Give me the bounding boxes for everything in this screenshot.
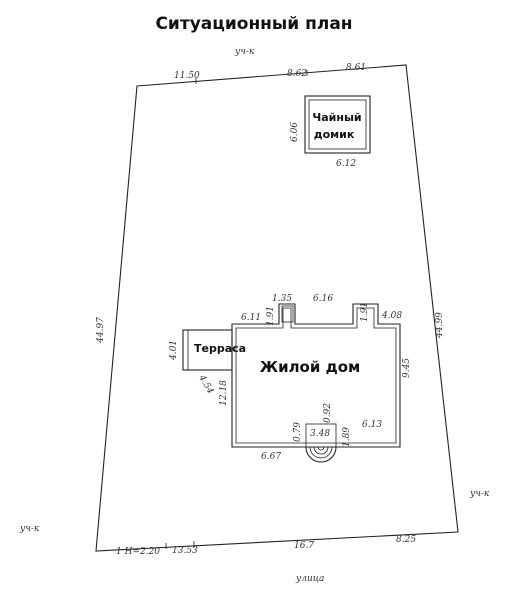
- dim-top-1: 11.50: [174, 71, 200, 81]
- dim-house-right-notch-w: 4.08: [381, 311, 402, 321]
- plot-boundary: [95, 64, 459, 552]
- dim-house-left-notch-w: 6.11: [241, 313, 261, 323]
- tea-house-label-2: домик: [314, 128, 355, 141]
- neighbor-top-label: уч-к: [234, 47, 255, 57]
- dim-left-side: 44.97: [96, 317, 106, 344]
- tea-house-outer: [304, 95, 371, 154]
- dim-tea-width: 6.12: [336, 159, 356, 169]
- dim-house-bottom-left: 6.67: [261, 452, 281, 462]
- terrace-label: Терраса: [194, 342, 246, 355]
- dim-porch-width: 3.48: [310, 429, 330, 439]
- dim-tea-height: 6.06: [290, 122, 300, 142]
- porch-arc-1: [305, 446, 337, 463]
- street-label: улица: [295, 574, 324, 584]
- main-house-inner: [235, 307, 397, 444]
- dim-house-left: 12.18: [219, 380, 229, 406]
- dim-house-right-notch-h: 1.91: [360, 302, 370, 322]
- dim-porch-left: 0.79: [293, 422, 303, 442]
- main-house-outer: [231, 303, 401, 448]
- porch-arc-3: [313, 446, 329, 455]
- house-notch-left: [281, 305, 294, 323]
- dim-porch-right: 1.89: [342, 427, 352, 447]
- dim-house-top-2: 6.16: [313, 294, 333, 304]
- main-house-label: Жилой дом: [260, 358, 361, 376]
- neighbor-left-label: уч-к: [19, 524, 40, 534]
- dim-porch-top: 0.92: [323, 403, 333, 423]
- plan-title: Ситуационный план: [155, 14, 352, 34]
- tea-house-inner: [308, 99, 367, 150]
- porch-arc-2: [309, 446, 333, 459]
- porch-frame: [305, 423, 337, 448]
- dim-bottom-1: 1 Н=2.20: [116, 547, 160, 557]
- dim-terrace-height: 4.01: [169, 340, 179, 361]
- dim-house-bottom-right: 6.13: [362, 420, 382, 430]
- dim-bottom-2: 13.53: [172, 546, 198, 556]
- terrace-outer: [182, 329, 233, 371]
- neighbor-right-label: уч-к: [469, 489, 490, 499]
- dim-bottom-3: 16.7: [294, 541, 314, 551]
- dim-house-right: 9.45: [402, 358, 412, 378]
- dim-top-3: 8.61: [346, 63, 366, 73]
- dim-bottom-4: 8.25: [396, 535, 416, 545]
- porch-arc-4: [317, 446, 325, 451]
- dim-right-side: 44.99: [435, 312, 445, 339]
- dim-house-top-1: 1.35: [272, 294, 292, 304]
- dim-terrace-width: 4.54: [196, 373, 215, 396]
- tea-house-label-1: Чайный: [312, 111, 361, 124]
- dim-house-left-notch-h: 1.91: [266, 306, 276, 326]
- dim-top-2: 8.62: [287, 69, 307, 79]
